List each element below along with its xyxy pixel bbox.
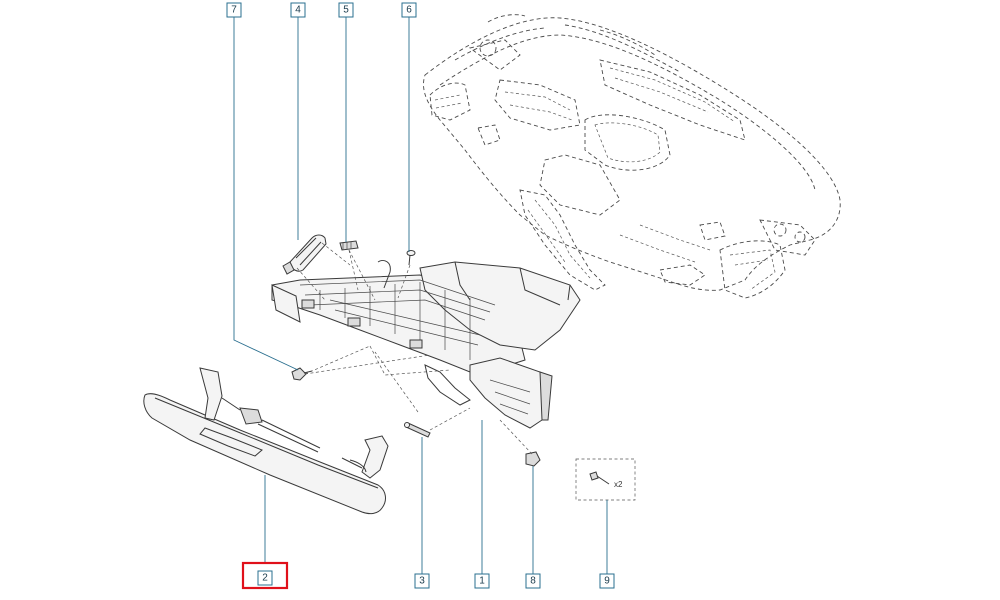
screw-part-6 [406,250,416,266]
callout-3[interactable]: 3 [414,573,430,589]
callout-label: 2 [262,573,268,584]
callout-label: 9 [604,576,610,587]
clip-part-8 [525,451,541,467]
glove-box-lid-part-2 [143,367,389,515]
callout-7[interactable]: 7 [226,2,242,18]
callout-9[interactable]: 9 [599,573,615,589]
screw-part-7 [291,367,313,381]
callout-label: 6 [406,5,412,16]
callout-label: 8 [530,576,536,587]
callout-leaders [233,17,608,574]
callout-label: 5 [343,5,349,16]
callout-label: 1 [479,576,485,587]
assembly-lines [296,242,533,455]
clip-part-5 [339,240,359,251]
quantity-note: x2 [614,480,623,489]
callout-2-selected[interactable]: 2 [241,561,289,590]
bolt-part-9-box: x2 [575,458,636,501]
dashboard-assembly-outline [423,14,841,299]
pin-part-3 [404,422,431,438]
callout-label: 4 [295,5,301,16]
callout-1[interactable]: 1 [474,573,490,589]
callout-8[interactable]: 8 [525,573,541,589]
callout-4[interactable]: 4 [290,2,306,18]
callout-6[interactable]: 6 [401,2,417,18]
callout-5[interactable]: 5 [338,2,354,18]
damper-part-4 [282,234,327,275]
callout-label: 3 [419,576,425,587]
callout-label: 7 [231,5,237,16]
glove-box-housing [271,259,581,429]
